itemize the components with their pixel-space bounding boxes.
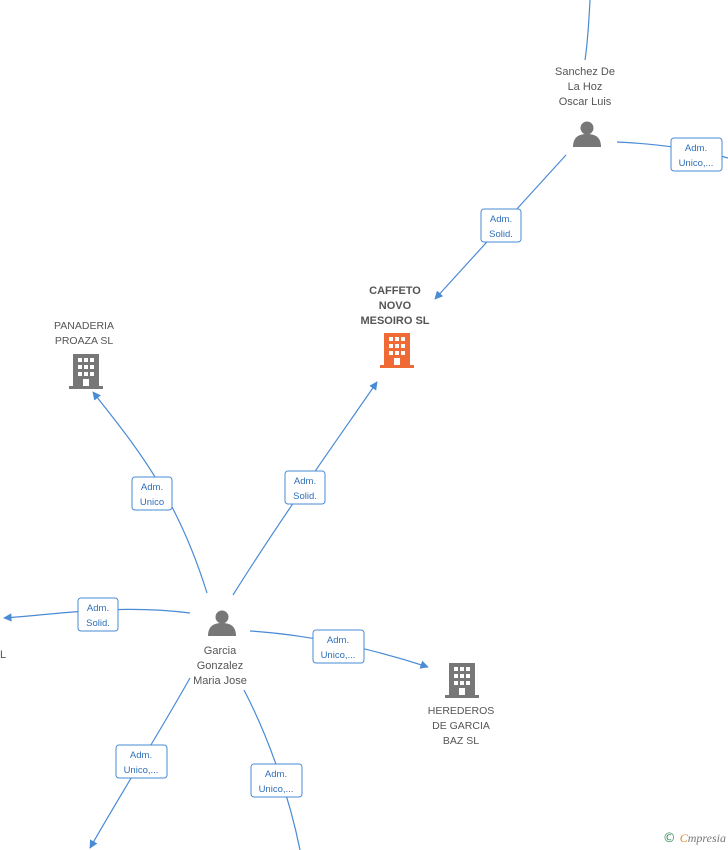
edge-label-sanchez-caffeto[interactable]: Adm. Solid.	[480, 208, 522, 243]
svg-text:BAZ SL: BAZ SL	[443, 735, 479, 747]
svg-text:Oscar Luis: Oscar Luis	[559, 96, 612, 108]
offscreen-node-label: L	[0, 649, 6, 661]
edge-label-sanchez-right[interactable]: Adm. Unico,...	[670, 137, 723, 172]
svg-text:DE GARCIA: DE GARCIA	[432, 720, 490, 732]
node-herederos[interactable]: HEREDEROS DE GARCIA BAZ SL	[428, 663, 495, 747]
svg-text:Adm.: Adm.	[265, 769, 287, 780]
svg-text:NOVO: NOVO	[379, 300, 412, 312]
svg-text:Adm.: Adm.	[327, 635, 349, 646]
edge-label-garcia-left[interactable]: Adm. Solid.	[77, 597, 119, 632]
svg-text:Adm.: Adm.	[685, 143, 707, 154]
building-icon	[69, 354, 103, 389]
svg-text:Adm.: Adm.	[87, 603, 109, 614]
person-icon	[573, 121, 601, 147]
building-icon	[380, 333, 414, 368]
svg-text:Gonzalez: Gonzalez	[197, 660, 243, 672]
svg-text:Garcia: Garcia	[204, 645, 237, 657]
svg-text:Unico,...: Unico,...	[124, 765, 159, 776]
svg-text:Sanchez De: Sanchez De	[555, 66, 615, 78]
svg-text:Solid.: Solid.	[489, 229, 513, 240]
edge-label-garcia-herederos[interactable]: Adm. Unico,...	[312, 629, 365, 664]
person-icon	[208, 610, 236, 636]
svg-text:PANADERIA: PANADERIA	[54, 320, 114, 332]
edge-garcia-panaderia	[92, 391, 208, 594]
edge-label-garcia-caffeto[interactable]: Adm. Solid.	[284, 470, 326, 505]
edge-label-garcia-panaderia[interactable]: Adm. Unico	[131, 476, 173, 511]
building-icon	[445, 663, 479, 698]
svg-text:Solid.: Solid.	[86, 618, 110, 629]
svg-text:Unico: Unico	[140, 497, 164, 508]
svg-text:Solid.: Solid.	[293, 491, 317, 502]
edge-sanchez-top	[584, 0, 591, 61]
svg-text:MESOIRO SL: MESOIRO SL	[360, 315, 429, 327]
node-caffeto[interactable]: CAFFETO NOVO MESOIRO SL	[360, 285, 430, 368]
edge-label-garcia-bottom[interactable]: Adm. Unico,...	[250, 763, 303, 798]
svg-text:La Hoz: La Hoz	[568, 81, 603, 93]
svg-text:PROAZA SL: PROAZA SL	[55, 335, 114, 347]
node-panaderia[interactable]: PANADERIA PROAZA SL	[54, 320, 114, 389]
svg-text:Unico,...: Unico,...	[321, 650, 356, 661]
watermark: © Cmpresia	[663, 831, 726, 846]
edge-label-garcia-bottom-left[interactable]: Adm. Unico,...	[115, 744, 168, 779]
svg-text:Adm.: Adm.	[490, 214, 512, 225]
svg-text:Adm.: Adm.	[294, 476, 316, 487]
svg-text:Adm.: Adm.	[130, 750, 152, 761]
svg-text:Maria Jose: Maria Jose	[193, 675, 247, 687]
svg-text:Adm.: Adm.	[141, 482, 163, 493]
svg-text:HEREDEROS: HEREDEROS	[428, 705, 495, 717]
copyright-symbol: ©	[662, 831, 676, 846]
node-garcia[interactable]: Garcia Gonzalez Maria Jose	[193, 610, 247, 688]
svg-text:CAFFETO: CAFFETO	[369, 285, 421, 297]
node-sanchez[interactable]: Sanchez De La Hoz Oscar Luis	[555, 66, 615, 147]
svg-text:Unico,...: Unico,...	[259, 784, 294, 795]
brand-logo: Cmpresia	[679, 831, 726, 845]
svg-text:Unico,...: Unico,...	[679, 158, 714, 169]
